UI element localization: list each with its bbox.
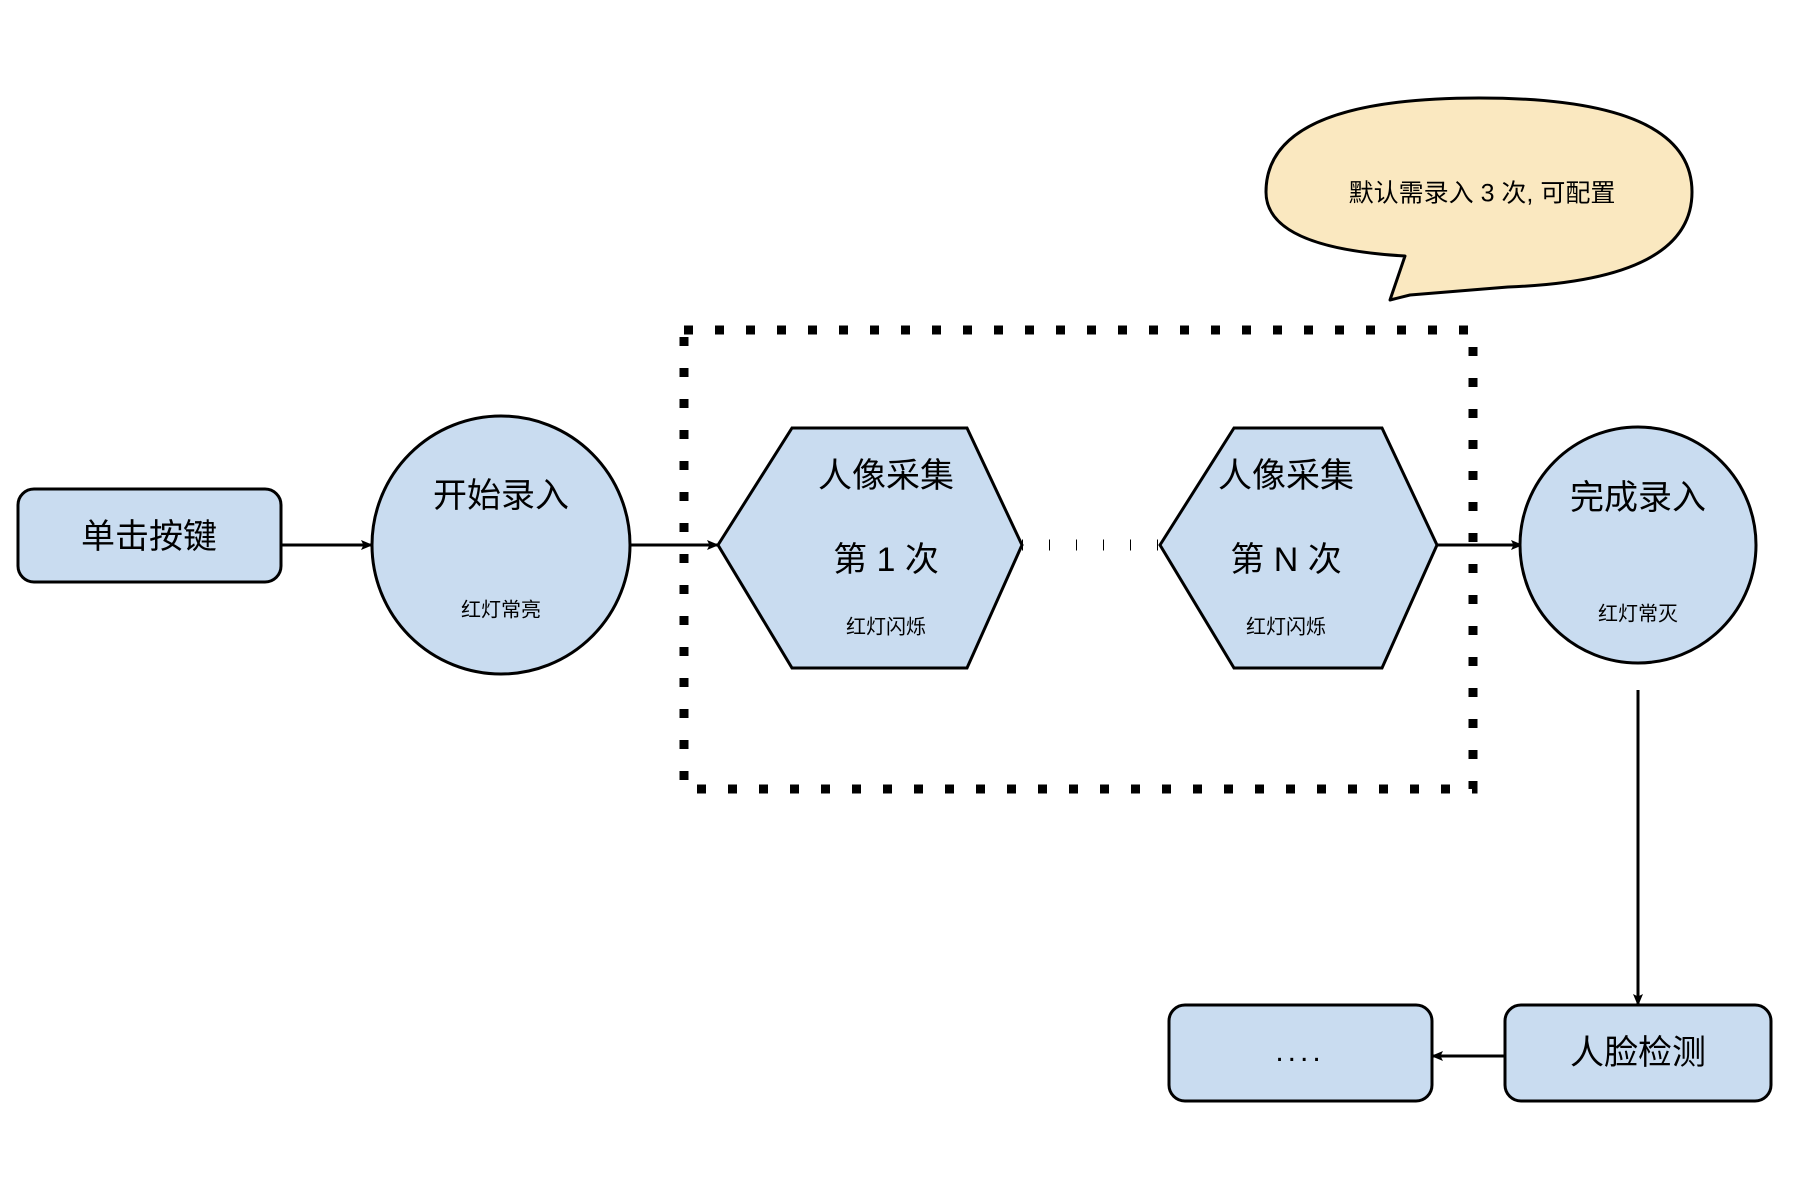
node-capture-nth-label: 人像采集	[1218, 457, 1354, 495]
node-face-detect-shape[interactable]	[1503, 1003, 1773, 1103]
node-face-detect[interactable]: 人脸检测	[1503, 1003, 1773, 1103]
node-capture-first-sublabel: 红灯闪烁	[846, 615, 926, 638]
node-capture-first-label: 人像采集	[818, 457, 954, 495]
node-click-key[interactable]: 单击按键	[16, 487, 283, 584]
node-capture-first-shape[interactable]	[716, 426, 1024, 670]
node-finish-enroll-label: 完成录入	[1570, 479, 1706, 517]
node-start-enroll-shape[interactable]	[370, 414, 632, 676]
node-capture-first-label2: 第 1 次	[833, 541, 939, 579]
node-capture-nth-sublabel: 红灯闪烁	[1246, 615, 1326, 638]
node-capture-nth-label2: 第 N 次	[1230, 541, 1341, 579]
node-click-key-label: 单击按键	[81, 518, 217, 556]
node-start-enroll-label: 开始录入	[433, 477, 569, 515]
node-capture-nth-shape[interactable]	[1158, 426, 1439, 670]
callout-bubble-shape[interactable]	[1264, 96, 1694, 302]
node-face-detect-label: 人脸检测	[1570, 1034, 1706, 1072]
node-capture-nth[interactable]: 人像采集 第 N 次 红灯闪烁	[1158, 426, 1439, 670]
node-start-enroll-sublabel: 红灯常亮	[461, 598, 541, 621]
node-capture-first[interactable]: 人像采集 第 1 次 红灯闪烁	[716, 426, 1024, 670]
callout-text: 默认需录入 3 次, 可配置	[1349, 180, 1616, 208]
node-more-steps-shape[interactable]	[1167, 1003, 1434, 1103]
node-more-steps-label: ....	[1275, 1035, 1324, 1068]
node-finish-enroll[interactable]: 完成录入 红灯常灭	[1518, 425, 1758, 665]
node-finish-enroll-shape[interactable]	[1518, 425, 1758, 665]
callout-bubble[interactable]: 默认需录入 3 次, 可配置	[1264, 96, 1694, 302]
node-finish-enroll-sublabel: 红灯常灭	[1598, 602, 1678, 625]
node-more-steps[interactable]: ....	[1167, 1003, 1434, 1103]
node-click-key-shape[interactable]	[16, 487, 283, 584]
loop-group-border	[679, 325, 1478, 794]
node-start-enroll[interactable]: 开始录入 红灯常亮	[370, 414, 632, 676]
